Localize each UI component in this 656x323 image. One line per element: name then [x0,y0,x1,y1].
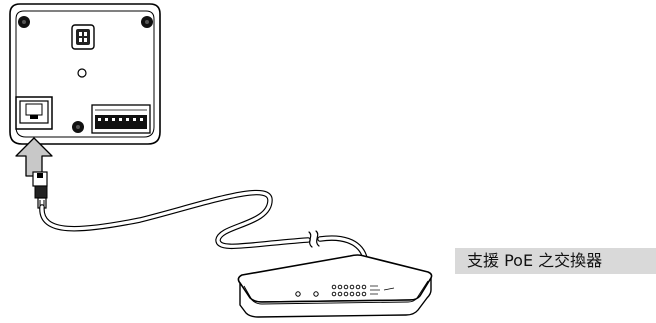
poe-switch-caption: 支援 PoE 之交換器 [455,248,656,274]
power-connector-icon [71,24,95,50]
screw-icon [141,16,153,28]
reset-hole-icon [77,68,87,78]
terminal-block-icon [91,104,151,134]
camera-base-unit [9,3,161,145]
rj45-plug-icon [32,171,48,209]
poe-switch-icon [237,254,433,318]
screw-icon [72,121,84,133]
screw-icon [18,16,30,28]
ethernet-cable [39,189,368,261]
ethernet-port-icon [15,96,53,130]
